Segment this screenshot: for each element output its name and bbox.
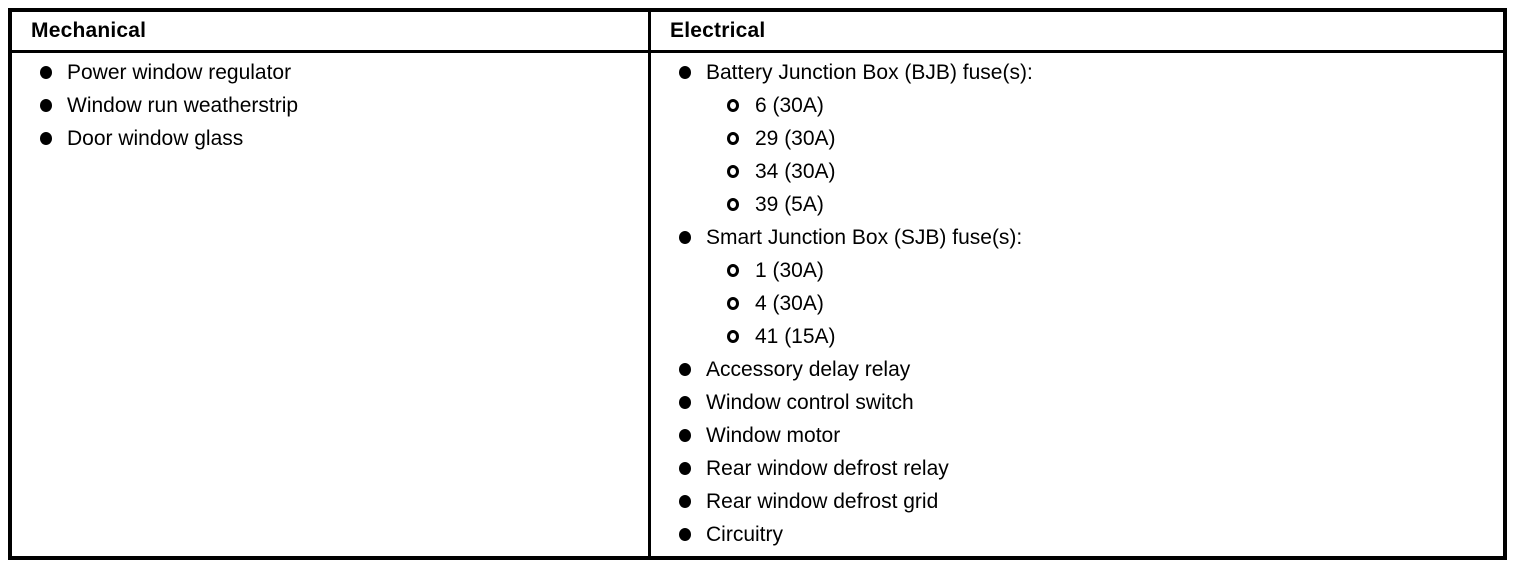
sub-list-item: 34 (30A) xyxy=(727,155,1503,188)
column-header-electrical: Electrical xyxy=(648,12,1503,53)
list-item: Smart Junction Box (SJB) fuse(s): 1 (30A… xyxy=(679,221,1503,353)
list-item-label: Window motor xyxy=(706,423,841,447)
list-item-label: Circuitry xyxy=(706,522,783,546)
list-item-label: Rear window defrost relay xyxy=(706,456,949,480)
mechanical-cell: Power window regulator Window run weathe… xyxy=(12,53,648,556)
list-item-label: Smart Junction Box (SJB) fuse(s): xyxy=(706,225,1023,249)
circle-bullet-icon xyxy=(727,264,739,277)
list-item: Door window glass xyxy=(40,122,648,155)
bullet-icon xyxy=(679,363,691,376)
sjb-fuse-sublist: 1 (30A) 4 (30A) 41 (15A) xyxy=(679,254,1503,353)
bullet-icon xyxy=(40,66,52,79)
bullet-icon xyxy=(679,462,691,475)
sub-list-item-label: 34 (30A) xyxy=(755,159,836,183)
sub-list-item: 41 (15A) xyxy=(727,320,1503,353)
circle-bullet-icon xyxy=(727,132,739,145)
bullet-icon xyxy=(679,231,691,244)
list-item: Circuitry xyxy=(679,518,1503,551)
list-item-label: Door window glass xyxy=(67,126,244,150)
list-item: Window run weatherstrip xyxy=(40,89,648,122)
sub-list-item: 29 (30A) xyxy=(727,122,1503,155)
list-item: Rear window defrost grid xyxy=(679,485,1503,518)
sub-list-item-label: 6 (30A) xyxy=(755,93,824,117)
electrical-header-label: Electrical xyxy=(670,19,766,42)
circle-bullet-icon xyxy=(727,297,739,310)
mechanical-list: Power window regulator Window run weathe… xyxy=(12,56,648,155)
list-item-label: Power window regulator xyxy=(67,60,292,84)
list-item-label: Rear window defrost grid xyxy=(706,489,939,513)
circle-bullet-icon xyxy=(727,198,739,211)
list-item: Window motor xyxy=(679,419,1503,452)
list-item: Window control switch xyxy=(679,386,1503,419)
bullet-icon xyxy=(679,495,691,508)
circle-bullet-icon xyxy=(727,330,739,343)
circle-bullet-icon xyxy=(727,165,739,178)
component-reference-table: Mechanical Electrical Power window regul… xyxy=(8,8,1507,560)
circle-bullet-icon xyxy=(727,99,739,112)
list-item-label: Battery Junction Box (BJB) fuse(s): xyxy=(706,60,1033,84)
sub-list-item: 4 (30A) xyxy=(727,287,1503,320)
bullet-icon xyxy=(679,396,691,409)
sub-list-item: 1 (30A) xyxy=(727,254,1503,287)
column-header-mechanical: Mechanical xyxy=(12,12,648,53)
list-item: Rear window defrost relay xyxy=(679,452,1503,485)
list-item: Accessory delay relay xyxy=(679,353,1503,386)
list-item: Battery Junction Box (BJB) fuse(s): 6 (3… xyxy=(679,56,1503,221)
electrical-cell: Battery Junction Box (BJB) fuse(s): 6 (3… xyxy=(648,53,1503,556)
sub-list-item-label: 41 (15A) xyxy=(755,324,836,348)
sub-list-item-label: 39 (5A) xyxy=(755,192,824,216)
mechanical-header-label: Mechanical xyxy=(31,19,147,42)
bullet-icon xyxy=(679,429,691,442)
sub-list-item: 6 (30A) xyxy=(727,89,1503,122)
sub-list-item-label: 4 (30A) xyxy=(755,291,824,315)
bullet-icon xyxy=(679,528,691,541)
list-item-label: Accessory delay relay xyxy=(706,357,911,381)
sub-list-item-label: 1 (30A) xyxy=(755,258,824,282)
bullet-icon xyxy=(679,66,691,79)
bullet-icon xyxy=(40,132,52,145)
list-item-label: Window control switch xyxy=(706,390,914,414)
sub-list-item: 39 (5A) xyxy=(727,188,1503,221)
sub-list-item-label: 29 (30A) xyxy=(755,126,836,150)
bullet-icon xyxy=(40,99,52,112)
list-item: Power window regulator xyxy=(40,56,648,89)
bjb-fuse-sublist: 6 (30A) 29 (30A) 34 (30A) xyxy=(679,89,1503,221)
list-item-label: Window run weatherstrip xyxy=(67,93,299,117)
electrical-list: Battery Junction Box (BJB) fuse(s): 6 (3… xyxy=(651,56,1503,551)
